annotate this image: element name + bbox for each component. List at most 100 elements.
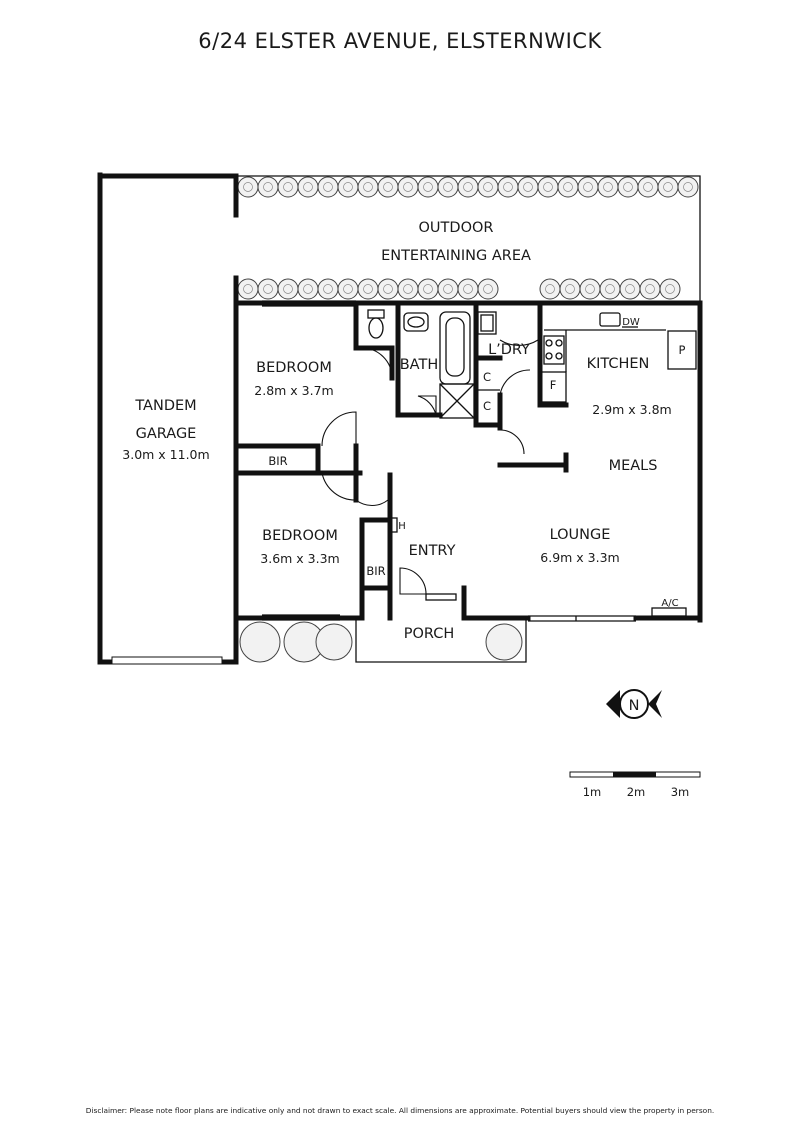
shrub-icon	[477, 176, 499, 198]
shrub-center-icon	[623, 182, 633, 192]
shrub-icon	[317, 278, 339, 300]
shrub-icon	[417, 278, 439, 300]
shrub-center-icon	[583, 182, 593, 192]
pantry-box	[667, 330, 697, 370]
shrub-center-icon	[563, 182, 573, 192]
shrub-icon	[437, 278, 459, 300]
heater-label: H	[398, 521, 406, 532]
shrub-center-icon	[503, 182, 513, 192]
shrub-center-icon	[363, 284, 373, 294]
shrub-icon	[557, 176, 579, 198]
fridge-space	[539, 371, 567, 403]
shrub-center-icon	[645, 284, 655, 294]
shrub-icon	[619, 278, 641, 300]
shrub-icon	[297, 176, 319, 198]
shrub-center-icon	[463, 284, 473, 294]
shrub-icon	[357, 176, 379, 198]
outdoor-label-1: OUTDOOR	[419, 220, 494, 236]
shrub-center-icon	[363, 182, 373, 192]
shrub-center-icon	[403, 284, 413, 294]
shrub-center-icon	[423, 284, 433, 294]
shrub-icon	[257, 278, 279, 300]
shrub-center-icon	[303, 284, 313, 294]
bath-label: BATH	[400, 357, 439, 373]
hedge-mid-right	[539, 278, 681, 300]
shrub-icon	[597, 176, 619, 198]
shrub-icon	[577, 176, 599, 198]
heater-box	[390, 517, 398, 533]
shrub-icon	[539, 278, 561, 300]
shrub-center-icon	[463, 182, 473, 192]
shrub-icon	[637, 176, 659, 198]
shrub-center-icon	[323, 182, 333, 192]
scale-label-3m: 3m	[671, 785, 690, 799]
shrub-icon	[657, 176, 679, 198]
shrub-center-icon	[483, 182, 493, 192]
shrub-icon	[239, 621, 281, 663]
scale-label-2m: 2m	[627, 785, 646, 799]
shrub-center-icon	[523, 182, 533, 192]
shrub-center-icon	[343, 284, 353, 294]
shrub-icon	[457, 176, 479, 198]
toilet-icon	[367, 309, 385, 339]
cupboard1-label: C	[483, 370, 491, 384]
shrub-icon	[437, 176, 459, 198]
scale-bar: 1m 2m 3m	[569, 771, 701, 799]
shrub-center-icon	[683, 182, 693, 192]
dishwasher-label: DW	[622, 317, 640, 328]
shrub-center-icon	[383, 182, 393, 192]
hedge-bottom	[239, 621, 523, 663]
shrub-icon	[237, 176, 259, 198]
shrub-icon	[277, 176, 299, 198]
shrub-icon	[485, 623, 523, 661]
shrub-center-icon	[443, 182, 453, 192]
shrub-icon	[537, 176, 559, 198]
bir1-label: BIR	[268, 454, 287, 468]
bir2-label: BIR	[366, 564, 385, 578]
fridge-label: F	[550, 378, 557, 392]
shrub-icon	[397, 278, 419, 300]
basin-icon	[403, 312, 429, 332]
bath-fixtures	[367, 309, 497, 419]
shrub-icon	[237, 278, 259, 300]
pantry-label: P	[679, 343, 686, 357]
shrub-icon	[579, 278, 601, 300]
shrub-center-icon	[665, 284, 675, 294]
shrub-icon	[315, 623, 353, 661]
shrub-center-icon	[263, 284, 273, 294]
shrub-center-icon	[403, 182, 413, 192]
garage-door	[111, 656, 223, 665]
shrub-center-icon	[605, 284, 615, 294]
shrub-icon	[659, 278, 681, 300]
shrub-center-icon	[585, 284, 595, 294]
shrub-center-icon	[323, 284, 333, 294]
shrub-icon	[677, 176, 699, 198]
windows	[262, 300, 636, 622]
porch-label: PORCH	[404, 626, 455, 642]
shrub-icon	[377, 278, 399, 300]
property-title: 6/24 ELSTER AVENUE, ELSTERNWICK	[198, 29, 602, 53]
shrub-icon	[297, 278, 319, 300]
shrub-center-icon	[303, 182, 313, 192]
hedge-mid-left	[237, 278, 499, 300]
shrub-icon	[559, 278, 581, 300]
laundry-label: L’DRY	[488, 342, 530, 358]
lounge-dims: 6.9m x 3.3m	[540, 550, 619, 565]
bedroom1-label: BEDROOM	[256, 360, 332, 376]
shrub-icon	[639, 278, 661, 300]
shrub-center-icon	[343, 182, 353, 192]
shrub-center-icon	[643, 182, 653, 192]
entry-label: ENTRY	[409, 543, 456, 559]
kitchen-fixtures	[539, 312, 697, 403]
shrub-icon	[317, 176, 339, 198]
shrub-center-icon	[543, 182, 553, 192]
shrub-icon	[337, 176, 359, 198]
shrub-icon	[357, 278, 379, 300]
north-compass-icon: N	[606, 689, 662, 719]
aircon-unit	[651, 607, 687, 617]
shrub-icon	[277, 278, 299, 300]
shrub-icon	[457, 278, 479, 300]
shrub-center-icon	[603, 182, 613, 192]
shrub-icon	[257, 176, 279, 198]
